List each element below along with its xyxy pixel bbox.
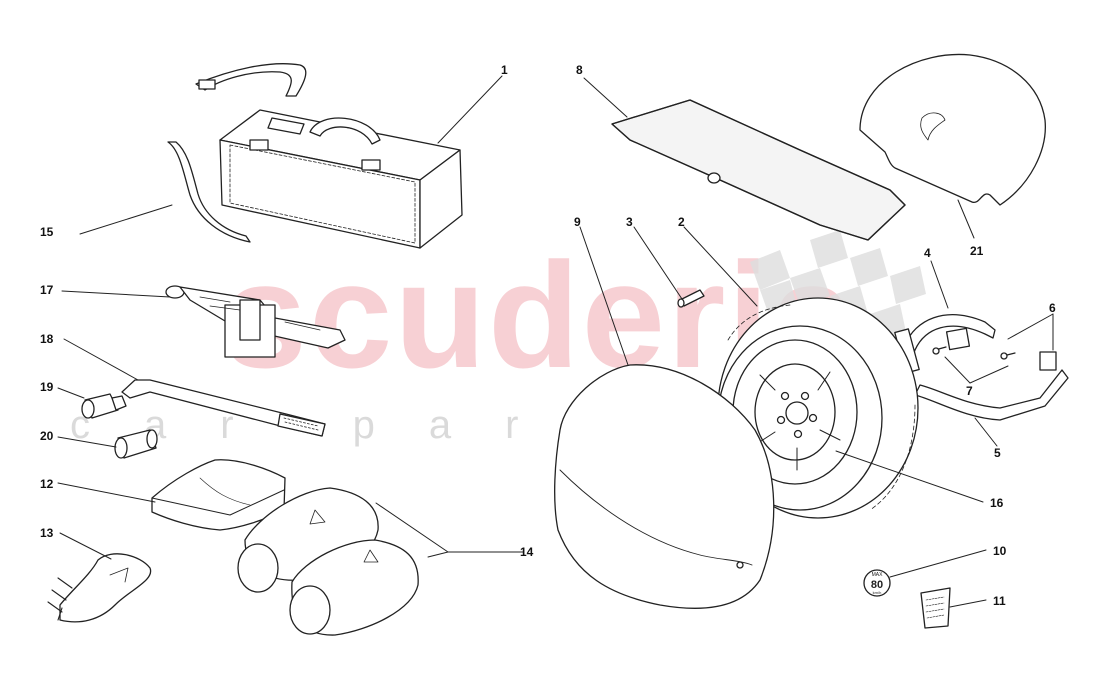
callout-9: 9 bbox=[574, 215, 581, 229]
boot-carpet bbox=[611, 99, 906, 241]
callout-12: 12 bbox=[40, 477, 54, 491]
gloves bbox=[47, 553, 152, 623]
speed-sign-unit: km/h bbox=[873, 590, 882, 595]
valve bbox=[677, 289, 705, 308]
callout-21: 21 bbox=[970, 244, 984, 258]
tool-bag bbox=[195, 63, 463, 249]
callout-4: 4 bbox=[924, 246, 931, 260]
callout-18: 18 bbox=[40, 332, 54, 346]
callout-10: 10 bbox=[993, 544, 1007, 558]
wheel-bag bbox=[554, 364, 775, 609]
callout-14: 14 bbox=[520, 545, 534, 559]
callout-13: 13 bbox=[40, 526, 54, 540]
callout-16: 16 bbox=[990, 496, 1004, 510]
leader-lines bbox=[57, 75, 1054, 608]
label-sticker bbox=[920, 587, 951, 629]
spare-wheel-cover bbox=[859, 53, 1046, 206]
speed-sign-top: MAX bbox=[872, 572, 884, 578]
callout-8: 8 bbox=[576, 63, 583, 77]
speed-sign-value: 80 bbox=[871, 579, 883, 591]
callout-15: 15 bbox=[40, 225, 54, 239]
strap bbox=[167, 141, 251, 243]
callout-6: 6 bbox=[1049, 301, 1056, 315]
callout-19: 19 bbox=[40, 380, 54, 394]
strap-brackets bbox=[894, 314, 1069, 421]
speed-sign: MAX 80 km/h bbox=[863, 569, 891, 597]
callout-3: 3 bbox=[626, 215, 633, 229]
callout-20: 20 bbox=[40, 429, 54, 443]
callout-11: 11 bbox=[993, 594, 1006, 608]
wheel-covers bbox=[237, 487, 419, 636]
callout-7: 7 bbox=[966, 384, 973, 398]
callout-17: 17 bbox=[40, 283, 54, 297]
callout-2: 2 bbox=[678, 215, 685, 229]
jack bbox=[165, 285, 346, 358]
wheel-brace bbox=[121, 379, 326, 437]
sockets bbox=[81, 393, 158, 459]
callout-1: 1 bbox=[501, 63, 508, 77]
callout-5: 5 bbox=[994, 446, 1001, 460]
